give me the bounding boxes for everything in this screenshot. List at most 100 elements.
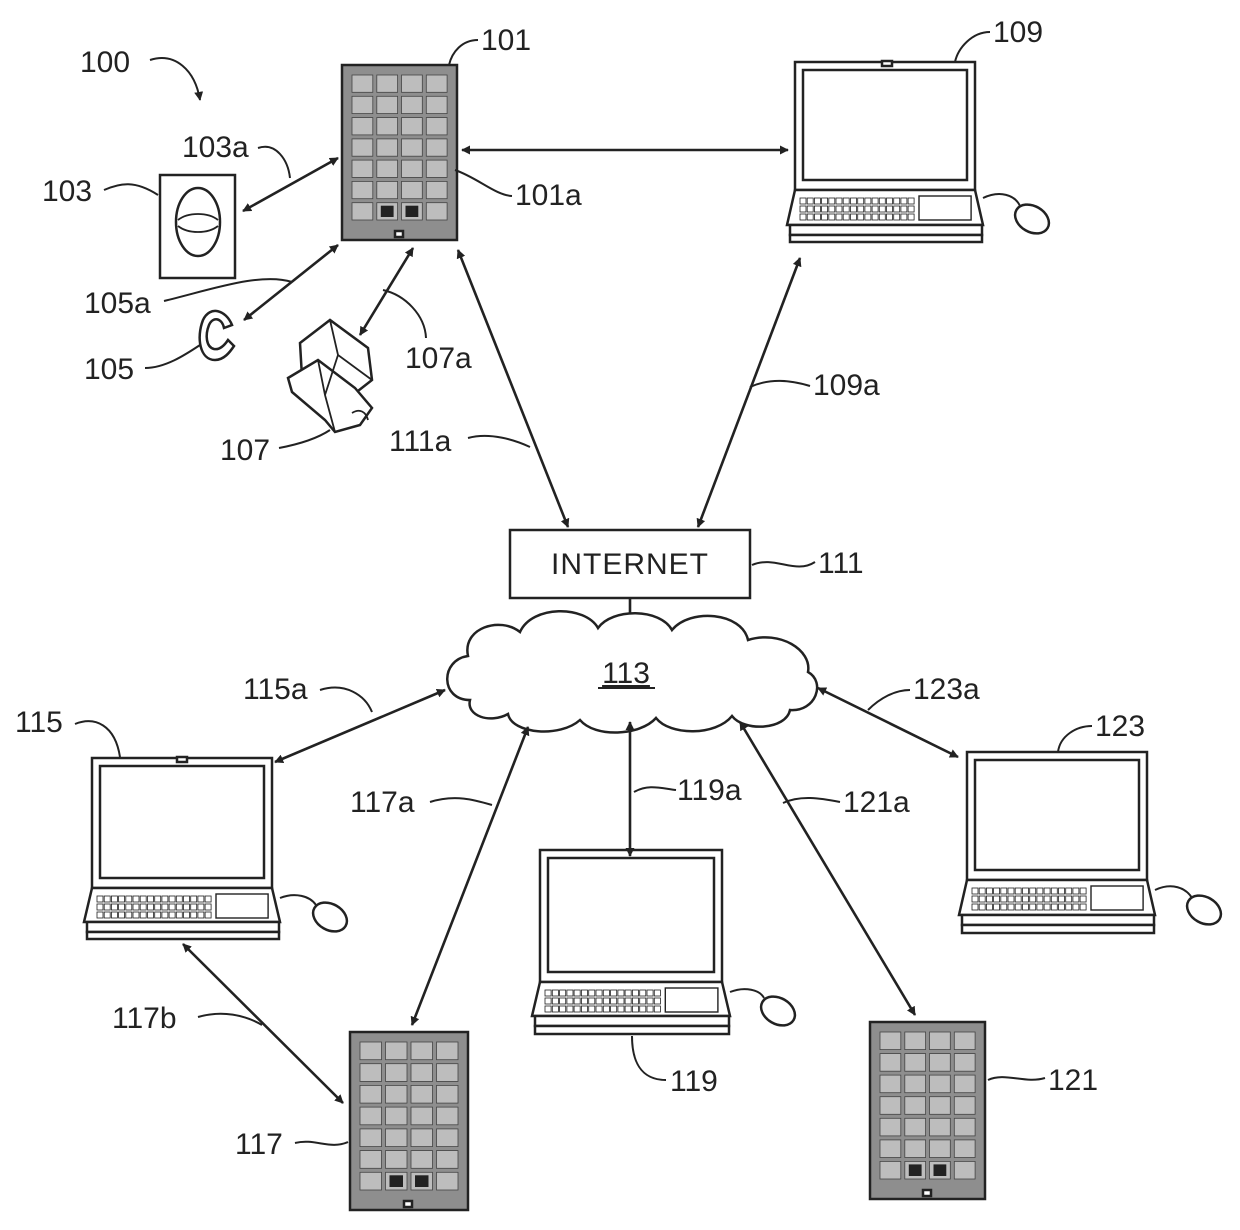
app-tile [402, 139, 423, 156]
app-tile [352, 139, 373, 156]
keyboard-key [552, 1006, 558, 1012]
app-tile [360, 1042, 382, 1060]
app-tile [954, 1118, 975, 1136]
app-tile [905, 1075, 926, 1093]
app-tile [905, 1032, 926, 1050]
keyboard-key [836, 198, 842, 204]
keyboard-key [1037, 888, 1043, 894]
keyboard-key [1023, 896, 1029, 902]
keyboard-key [581, 998, 587, 1004]
link-115a-label: 115a [243, 673, 308, 706]
link-123a-label: 123a [913, 673, 980, 706]
keyboard-key [887, 198, 893, 204]
app-tile [426, 181, 447, 198]
keyboard-key [567, 998, 573, 1004]
keyboard-key [625, 1006, 631, 1012]
keyboard-key [994, 904, 1000, 910]
tablet-101 [342, 65, 457, 240]
keyboard-pad [216, 894, 268, 918]
keyboard-key [552, 990, 558, 996]
app-tile [954, 1140, 975, 1158]
app-tile [426, 75, 447, 92]
app-tile [402, 181, 423, 198]
app-tile [386, 1151, 408, 1169]
keyboard-key [901, 198, 907, 204]
keyboard-key [1001, 904, 1007, 910]
keyboard-key [654, 990, 660, 996]
app-tile [402, 75, 423, 92]
keyboard-key [1044, 888, 1050, 894]
app-tile [360, 1151, 382, 1169]
app-tile [930, 1032, 951, 1050]
keyboard-key [887, 214, 893, 220]
keyboard-key [1080, 896, 1086, 902]
app-tile [880, 1032, 901, 1050]
keyboard-key [169, 912, 175, 918]
app-tile [352, 75, 373, 92]
keyboard-key [1073, 888, 1079, 894]
app-tile [905, 1097, 926, 1115]
keyboard-key [119, 896, 125, 902]
keyboard-key [994, 888, 1000, 894]
app-tile [930, 1097, 951, 1115]
keyboard-key [1059, 896, 1065, 902]
keyboard-key [843, 206, 849, 212]
keyboard-key [552, 998, 558, 1004]
app-tile [386, 1085, 408, 1103]
keyboard-key [901, 214, 907, 220]
keyboard-key [807, 198, 813, 204]
keyboard-key [1037, 904, 1043, 910]
keyboard-key [858, 206, 864, 212]
keyboard-key [879, 198, 885, 204]
keyboard-key [104, 912, 110, 918]
device-107-label: 107 [220, 434, 270, 467]
app-tile [386, 1129, 408, 1147]
keyboard-key [647, 990, 653, 996]
app-tile [930, 1118, 951, 1136]
keyboard-key [205, 904, 211, 910]
app-tile [360, 1107, 382, 1125]
app-tile [360, 1085, 382, 1103]
app-tile [437, 1129, 459, 1147]
app-tile [880, 1161, 901, 1179]
ring-105 [200, 311, 234, 360]
keyboard-key [603, 1006, 609, 1012]
keyboard-key [1066, 896, 1072, 902]
keyboard-key [647, 1006, 653, 1012]
keyboard-key [851, 206, 857, 212]
app-tile [437, 1085, 459, 1103]
keyboard-key [1008, 904, 1014, 910]
app-tile [905, 1140, 926, 1158]
keyboard-key [176, 904, 182, 910]
keyboard-key [119, 904, 125, 910]
keyboard-key [814, 206, 820, 212]
app-tile [930, 1140, 951, 1158]
app-tile [880, 1075, 901, 1093]
keyboard-key [1023, 904, 1029, 910]
keyboard-key [894, 198, 900, 204]
keyboard-key [97, 896, 103, 902]
app-tile [880, 1140, 901, 1158]
internet-ref-label: 111 [818, 547, 864, 580]
app-tile [954, 1032, 975, 1050]
keyboard-key [908, 198, 914, 204]
app-tile [426, 160, 447, 177]
app-tile [411, 1085, 433, 1103]
keyboard-key [97, 904, 103, 910]
keyboard-key [1008, 888, 1014, 894]
keyboard-key [574, 990, 580, 996]
keyboard-key [1030, 896, 1036, 902]
keyboard-key [908, 206, 914, 212]
keyboard-key [140, 904, 146, 910]
keyboard-key [596, 998, 602, 1004]
watch-103-label: 103 [42, 175, 92, 208]
app-tile [402, 160, 423, 177]
keyboard-key [814, 198, 820, 204]
figure-label: 100 [80, 46, 130, 79]
keyboard-key [140, 896, 146, 902]
keyboard-key [829, 206, 835, 212]
app-tile [352, 118, 373, 135]
app-tile [437, 1151, 459, 1169]
keyboard-key [986, 896, 992, 902]
